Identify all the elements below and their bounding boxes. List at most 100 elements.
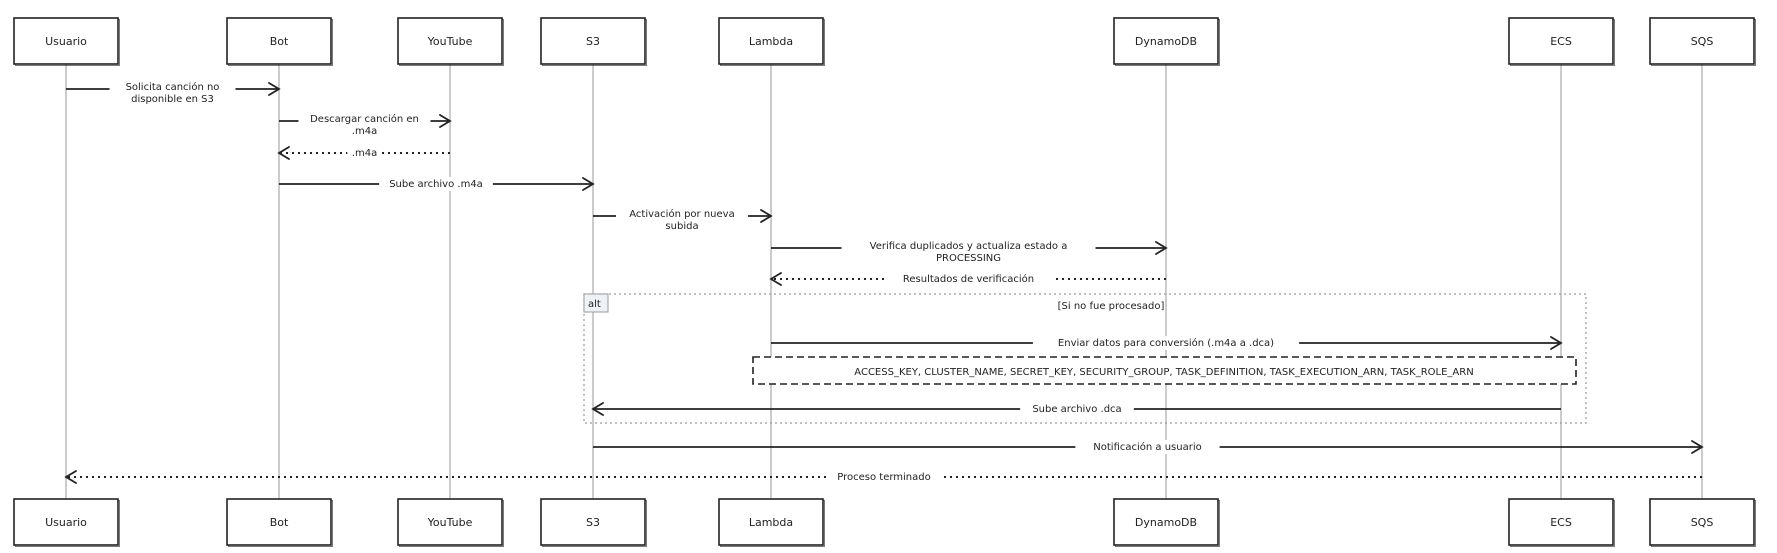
participant-bot-top: Bot [226, 17, 333, 66]
participant-lambda-bottom: Lambda [718, 498, 825, 547]
participant-label: YouTube [427, 35, 473, 48]
message-label-bg [109, 80, 236, 106]
participant-box [397, 17, 503, 65]
message-11: Proceso terminado [64, 470, 1702, 484]
message-10: Notificación a usuario [593, 440, 1704, 454]
participant-box [1649, 498, 1755, 546]
message-label-bg [379, 177, 493, 191]
participant-label: ECS [1550, 516, 1572, 529]
arrowhead-icon [760, 209, 773, 223]
participant-box [226, 498, 332, 546]
arrowhead-icon [1550, 336, 1563, 350]
alt-block: alt [Si no fue procesado] [583, 293, 1587, 424]
message-label: Verifica duplicados y actualiza estado a [870, 241, 1068, 252]
message-label-bg [1075, 440, 1220, 454]
message-label: .m4a [352, 148, 377, 159]
participant-box [13, 498, 119, 546]
participant-ecs-bottom: ECS [1508, 498, 1615, 547]
message-7: Resultados de verificación [769, 272, 1166, 286]
message-6: Verifica duplicados y actualiza estado a… [771, 239, 1168, 265]
participant-label: Lambda [749, 516, 793, 529]
message-label-bg [841, 239, 1096, 265]
participant-youtube-bottom: YouTube [397, 498, 504, 547]
alt-condition: [Si no fue procesado] [1058, 301, 1165, 312]
arrowhead-icon [277, 146, 290, 160]
participant-ecs-top: ECS [1508, 17, 1615, 66]
message-label: Descargar canción en [310, 113, 419, 125]
participant-usuario-top: Usuario [13, 17, 120, 66]
arrowhead-icon [582, 177, 595, 191]
message-label-bg [616, 207, 748, 233]
message-label-bg [298, 112, 431, 138]
message-label: Proceso terminado [837, 472, 930, 483]
participant-label: Lambda [749, 35, 793, 48]
alt-tag-box [583, 293, 609, 313]
participant-box [540, 17, 646, 65]
arrowhead-icon [591, 402, 604, 416]
participant-label: Usuario [45, 35, 87, 48]
message-3: .m4a [277, 146, 450, 160]
arrowhead-icon [64, 470, 77, 484]
note-text: ACCESS_KEY, CLUSTER_NAME, SECRET_KEY, SE… [854, 367, 1473, 378]
message-label: Sube archivo .m4a [389, 179, 483, 190]
arrowhead-icon [769, 272, 782, 286]
message-label: Sube archivo .dca [1032, 404, 1121, 415]
message-label: Enviar datos para conversión (.m4a a .dc… [1058, 337, 1274, 349]
participant-box [1508, 498, 1614, 546]
participant-box [1113, 17, 1219, 65]
participants: UsuarioUsuarioBotBotYouTubeYouTubeS3S3La… [13, 17, 1756, 547]
participant-box [13, 17, 119, 65]
alt-frame [583, 293, 1587, 424]
message-label-bg [827, 470, 941, 484]
alt-tag: alt [588, 299, 601, 310]
participant-box [540, 498, 646, 546]
message-label: Activación por nueva [629, 208, 734, 220]
message-label: Solicita canción no [126, 81, 220, 93]
participant-label: Bot [270, 35, 289, 48]
participant-dynamodb-bottom: DynamoDB [1113, 498, 1220, 547]
message-label-bg [347, 146, 382, 160]
message-label: Notificación a usuario [1093, 441, 1201, 453]
participant-label: ECS [1550, 35, 1572, 48]
participant-box [718, 17, 824, 65]
participant-box [1508, 17, 1614, 65]
participant-box [718, 498, 824, 546]
participant-s3-top: S3 [540, 17, 647, 66]
participant-label: Usuario [45, 516, 87, 529]
parameters-note: ACCESS_KEY, CLUSTER_NAME, SECRET_KEY, SE… [752, 356, 1577, 385]
participant-s3-bottom: S3 [540, 498, 647, 547]
participant-box [1649, 17, 1755, 65]
participant-sqs-top: SQS [1649, 17, 1756, 66]
participant-label: SQS [1691, 35, 1714, 48]
message-label-bg [884, 272, 1053, 286]
lifelines [65, 64, 1703, 499]
participant-label: Bot [270, 516, 289, 529]
note-box [752, 356, 1577, 385]
participant-box [1113, 498, 1219, 546]
message-label-bg [1032, 336, 1300, 350]
participant-label: DynamoDB [1135, 516, 1197, 529]
participant-usuario-bottom: Usuario [13, 498, 120, 547]
message-label-bg [1020, 402, 1134, 416]
arrowhead-icon [268, 82, 281, 96]
participant-youtube-top: YouTube [397, 17, 504, 66]
arrowhead-icon [439, 114, 452, 128]
message-8: Enviar datos para conversión (.m4a a .dc… [771, 336, 1563, 350]
participant-bot-bottom: Bot [226, 498, 333, 547]
message-4: Sube archivo .m4a [279, 177, 595, 191]
participant-label: YouTube [427, 516, 473, 529]
message-label: disponible en S3 [131, 94, 214, 105]
participant-label: S3 [586, 35, 600, 48]
message-label: Resultados de verificación [903, 273, 1034, 285]
message-label: .m4a [352, 126, 377, 137]
participant-label: DynamoDB [1135, 35, 1197, 48]
message-label: subida [665, 221, 698, 232]
participant-label: S3 [586, 516, 600, 529]
participant-sqs-bottom: SQS [1649, 498, 1756, 547]
arrowhead-icon [1155, 241, 1168, 255]
participant-label: SQS [1691, 516, 1714, 529]
